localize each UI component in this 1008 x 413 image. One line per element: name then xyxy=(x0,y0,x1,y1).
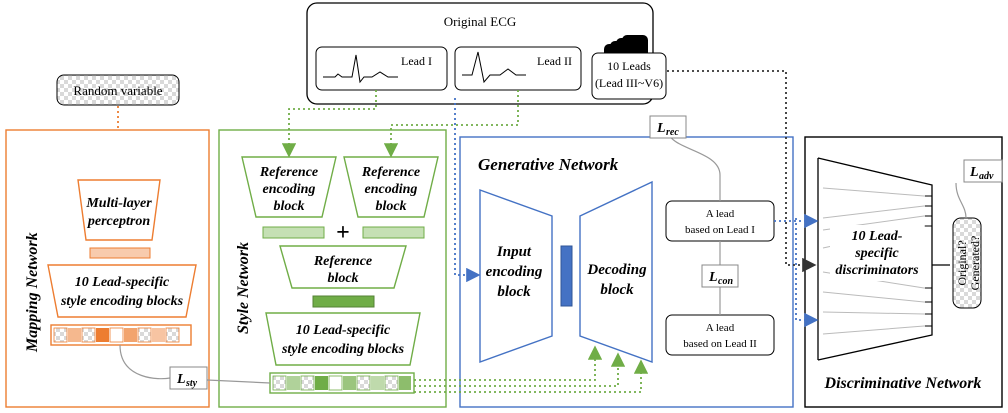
sty-loss-link-right xyxy=(206,379,271,384)
mapping-style-label-1: 10 Lead-specific xyxy=(75,275,170,290)
reference-feature-bar-left xyxy=(262,226,325,239)
random-variable-box: Random variable xyxy=(56,74,180,106)
mlp-block: Multi-layer perceptron xyxy=(77,179,161,241)
loss-rec: L rec xyxy=(649,115,687,139)
svg-text:Reference: Reference xyxy=(259,165,318,180)
svg-text:specific: specific xyxy=(854,246,899,261)
mapping-network-panel: Mapping Network Multi-layer perceptron 1… xyxy=(5,129,210,408)
discriminative-network-title: Discriminative Network xyxy=(824,375,982,392)
style-network-title: Style Network xyxy=(235,242,252,334)
svg-text:Input: Input xyxy=(496,244,532,260)
svg-text:encoding: encoding xyxy=(263,182,316,197)
plus-sign: + xyxy=(336,220,350,246)
style-network-panel: Style Network Reference encoding block R… xyxy=(218,129,447,408)
reference-block: Reference block xyxy=(279,245,407,289)
mapping-style-codes xyxy=(50,324,192,346)
generative-network-title: Generative Network xyxy=(478,155,619,174)
svg-text:rec: rec xyxy=(666,127,679,138)
random-variable-label: Random variable xyxy=(73,83,162,98)
svg-text:Reference: Reference xyxy=(313,254,372,269)
adv-loss-link xyxy=(955,182,967,219)
latent-code-bar xyxy=(560,245,573,307)
sty-loss-link-left xyxy=(119,344,171,380)
svg-text:Reference: Reference xyxy=(361,165,420,180)
mlp-label-2: perceptron xyxy=(87,214,150,229)
svg-text:10 Lead-: 10 Lead- xyxy=(852,229,903,244)
leads-to-input-arrow xyxy=(454,98,481,283)
svg-text:10 Lead-specific: 10 Lead-specific xyxy=(296,323,391,338)
real-to-disc-arrow xyxy=(667,70,817,273)
reference-encoding-block-left: Reference encoding block xyxy=(241,156,337,218)
svg-text:based on Lead I: based on Lead I xyxy=(685,224,755,236)
svg-text:L: L xyxy=(656,121,666,136)
original-ecg-title: Original ECG xyxy=(444,14,517,29)
svg-text:based on Lead II: based on Lead II xyxy=(683,338,757,350)
style-network-style-codes xyxy=(269,372,415,394)
ten-leads-range: (Lead III~V6) xyxy=(595,76,663,90)
svg-text:con: con xyxy=(718,276,733,287)
reference-feature-bar-right xyxy=(362,226,425,239)
original-ecg-panel: Original ECG Lead I Lead II 10 Leads (Le… xyxy=(306,2,667,105)
style-to-decoder-arrow-3 xyxy=(414,359,649,393)
svg-text:Original?: Original? xyxy=(955,240,969,285)
generative-network-panel: Generative Network Input encoding block … xyxy=(459,136,794,408)
mapping-style-label-2: style encoding blocks xyxy=(60,294,184,309)
original-or-generated-box: Original? Generated? xyxy=(952,217,982,309)
svg-text:Generated?: Generated? xyxy=(968,236,982,291)
svg-text:L: L xyxy=(176,372,186,387)
svg-text:Decoding: Decoding xyxy=(586,262,647,278)
loss-con: L con xyxy=(701,264,739,288)
ten-leads-label: 10 Leads xyxy=(607,59,651,73)
svg-text:block: block xyxy=(375,199,406,214)
lead-ii-box: Lead II xyxy=(454,46,582,91)
style-network-style-encoding-block: 10 Lead-specific style encoding blocks xyxy=(265,312,421,366)
ten-leads-stack: 10 Leads (Lead III~V6) xyxy=(591,35,667,100)
svg-text:adv: adv xyxy=(979,171,994,182)
reference-latent-bar xyxy=(312,295,375,308)
svg-text:block: block xyxy=(273,199,304,214)
svg-text:block: block xyxy=(327,271,358,286)
svg-text:block: block xyxy=(600,282,634,298)
svg-text:L: L xyxy=(708,270,718,285)
lead-i-label: Lead I xyxy=(401,54,432,68)
svg-text:discriminators: discriminators xyxy=(835,263,919,278)
mlp-latent-bar xyxy=(89,247,151,259)
lead-i-box: Lead I xyxy=(315,46,448,91)
input-encoding-block: Input encoding block xyxy=(479,189,553,363)
svg-text:sty: sty xyxy=(185,378,198,389)
output-lead-b: A lead based on Lead II xyxy=(665,314,775,356)
decoding-block: Decoding block xyxy=(579,180,653,363)
style-to-decoder-arrow-1 xyxy=(414,345,603,381)
loss-adv: L adv xyxy=(963,159,1003,183)
svg-text:A lead: A lead xyxy=(706,208,735,220)
mapping-style-encoding-block: 10 Lead-specific style encoding blocks xyxy=(47,264,197,318)
output-lead-a: A lead based on Lead I xyxy=(665,200,775,242)
lead-ii-label: Lead II xyxy=(537,54,572,68)
mapping-network-title: Mapping Network xyxy=(24,232,41,353)
svg-text:encoding: encoding xyxy=(365,182,418,197)
mlp-label-1: Multi-layer xyxy=(85,196,152,211)
svg-text:encoding: encoding xyxy=(486,264,543,280)
svg-text:A lead: A lead xyxy=(706,322,735,334)
svg-text:L: L xyxy=(969,165,979,180)
discriminator-stack: 10 Lead- specific discriminators xyxy=(817,157,933,361)
reference-encoding-block-right: Reference encoding block xyxy=(343,156,439,218)
svg-text:block: block xyxy=(497,284,531,300)
svg-text:style encoding blocks: style encoding blocks xyxy=(281,342,405,357)
gen-b-to-disc-arrow xyxy=(795,218,819,328)
loss-sty: L sty xyxy=(169,366,208,390)
lead2-to-ref-arrow xyxy=(383,90,519,158)
